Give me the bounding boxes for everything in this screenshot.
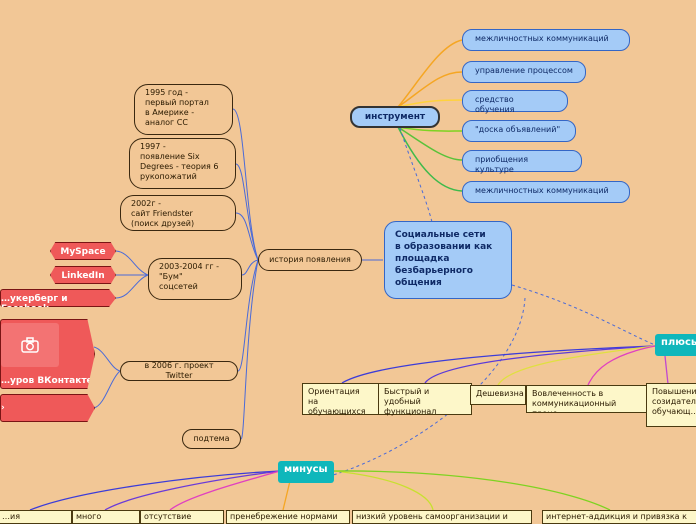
minusy-item[interactable]: отсутствие (140, 510, 224, 524)
camera-icon (21, 337, 39, 353)
plusy-label: плюсы (661, 337, 696, 348)
minusy-item[interactable]: пренебрежение нормами (226, 510, 350, 524)
plusy-item[interactable]: Повышени… созидател… обучающ… (646, 383, 696, 427)
main-topic[interactable]: Социальные сети в образовании как площад… (384, 221, 512, 299)
plusy-node[interactable]: плюсы (655, 334, 696, 356)
plusy-item[interactable]: Быстрый и удобный функционал (378, 383, 472, 416)
myspace-node[interactable]: MySpace (50, 242, 116, 260)
history-item[interactable]: 1997 - появление Six Degrees - теория 6 … (129, 138, 236, 189)
collapsed-node[interactable]: › (0, 394, 95, 422)
facebook-node[interactable]: …укерберг и Facebook (0, 289, 116, 307)
minusy-item[interactable]: интернет-аддикция и привязка к (542, 510, 696, 524)
history-label: история появления (269, 255, 351, 264)
instrument-node[interactable]: инструмент (350, 106, 440, 128)
history-item[interactable]: 2002г - сайт Friendster (поиск друзей) (120, 195, 236, 231)
plusy-item[interactable]: Дешевизна (470, 385, 526, 405)
minusy-node[interactable]: минусы (278, 461, 334, 483)
history-item[interactable]: 2003-2004 гг - "Бум" соцсетей (148, 258, 242, 300)
minusy-label: минусы (284, 464, 328, 475)
history-node[interactable]: история появления (258, 249, 362, 271)
instrument-item[interactable]: приобщения культуре (462, 150, 582, 174)
plusy-item[interactable]: Ориентация на обучающихся (302, 383, 382, 416)
instrument-item[interactable]: межличностных коммуникаций (462, 181, 630, 203)
history-item[interactable]: 1995 год - первый портал в Америке - ана… (134, 84, 233, 135)
instrument-item[interactable]: управление процессом (462, 61, 586, 83)
image-placeholder (1, 323, 59, 367)
instrument-item[interactable]: средство обучения (462, 90, 568, 114)
minusy-item[interactable]: …ия преподавате… (0, 510, 72, 524)
vkontakte-label: …уров ВКонтакте (1, 376, 93, 386)
instrument-item[interactable]: межличностных коммуникаций (462, 29, 630, 51)
minusy-item[interactable]: много лишнего (72, 510, 140, 524)
linkedin-node[interactable]: LinkedIn (50, 266, 116, 284)
plusy-item[interactable]: Вовлеченность в коммуникационный проце… (526, 385, 650, 413)
history-item[interactable]: подтема (182, 429, 241, 449)
vkontakte-node[interactable]: …уров ВКонтакте (0, 319, 95, 389)
minusy-item[interactable]: низкий уровень самоорганизации и (352, 510, 532, 524)
instrument-item[interactable]: "доска объявлений" (462, 120, 576, 142)
instrument-label: инструмент (364, 112, 426, 122)
history-item[interactable]: в 2006 г. проект Twitter (120, 361, 238, 381)
